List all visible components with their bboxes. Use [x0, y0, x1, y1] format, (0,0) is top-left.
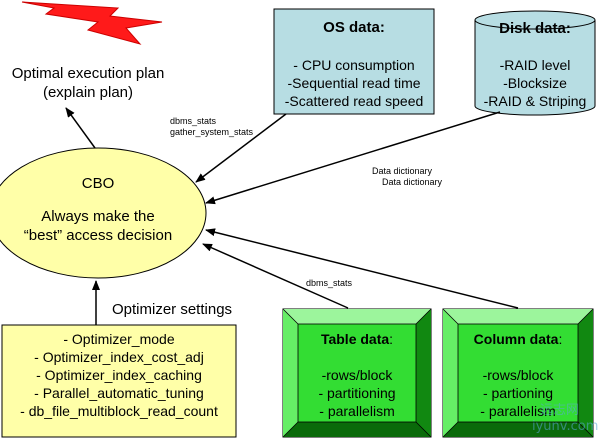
column-data-item-1: -rows/block — [483, 367, 555, 383]
optimizer-settings-box — [1, 324, 237, 438]
arrow-disk-to-cbo — [205, 111, 501, 205]
cbo-description-line-2: “best” access decision — [24, 227, 172, 244]
lightning-bolt-icon — [21, 1, 163, 45]
disk-data-item-1: -RAID level — [500, 57, 571, 73]
os-data-item-3: -Scattered read speed — [285, 93, 424, 109]
table-data-item-3: - parallelism — [319, 403, 394, 419]
table-data-title: Table data: — [321, 331, 393, 347]
edge-label-data-dictionary-2: Data dictionary — [382, 177, 443, 187]
arrow-cbo-to-plan — [65, 107, 96, 149]
cbo-description-line-1: Always make the — [41, 208, 154, 225]
watermark-text: 远志网 — [540, 403, 579, 418]
edge-label-data-dictionary-1: Data dictionary — [372, 166, 433, 176]
optimal-plan-title: Optimal execution plan — [12, 65, 165, 82]
column-data-box — [442, 308, 594, 438]
os-data-item-2: -Sequential read time — [287, 75, 420, 91]
optimal-plan-subtitle: (explain plan) — [43, 84, 133, 101]
edge-label-gather-system-stats: gather_system_stats — [170, 127, 254, 137]
arrow-table-to-cbo — [202, 243, 349, 309]
edge-label-dbms-stats-top: dbms_stats — [170, 116, 217, 126]
disk-data-item-2: -Blocksize — [503, 75, 567, 91]
column-data-title: Column data: — [474, 331, 563, 347]
table-data-item-1: -rows/block — [322, 367, 394, 383]
disk-data-title: Disk data: — [499, 20, 571, 37]
arrow-column-to-cbo — [205, 228, 519, 309]
disk-data-item-3: -RAID & Striping — [484, 93, 587, 109]
edge-label-dbms-stats-bottom: dbms_stats — [306, 278, 353, 288]
column-data-item-2: - partioning — [483, 385, 553, 401]
optimizer-setting-item-3: - Optimizer_index_caching — [36, 367, 202, 383]
column-data-item-3: - parallelism — [480, 403, 555, 419]
table-data-item-2: - partitioning — [318, 385, 395, 401]
os-data-title: OS data: — [323, 19, 385, 36]
os-data-box — [273, 8, 435, 115]
os-data-item-1: - CPU consumption — [293, 57, 414, 73]
cbo-ellipse — [0, 147, 207, 279]
optimizer-settings-label: Optimizer settings — [112, 301, 232, 318]
cbo-title: CBO — [82, 175, 115, 192]
optimizer-setting-item-4: - Parallel_automatic_tuning — [34, 385, 204, 401]
optimizer-setting-item-5: - db_file_multiblock_read_count — [20, 403, 218, 419]
table-data-box — [282, 308, 432, 438]
arrow-os-to-cbo — [195, 113, 287, 183]
optimizer-setting-item-2: - Optimizer_index_cost_adj — [34, 349, 204, 365]
optimizer-setting-item-1: - Optimizer_mode — [63, 331, 174, 347]
disk-data-cylinder — [474, 10, 596, 116]
watermark-url: iyunv.com — [532, 419, 598, 434]
